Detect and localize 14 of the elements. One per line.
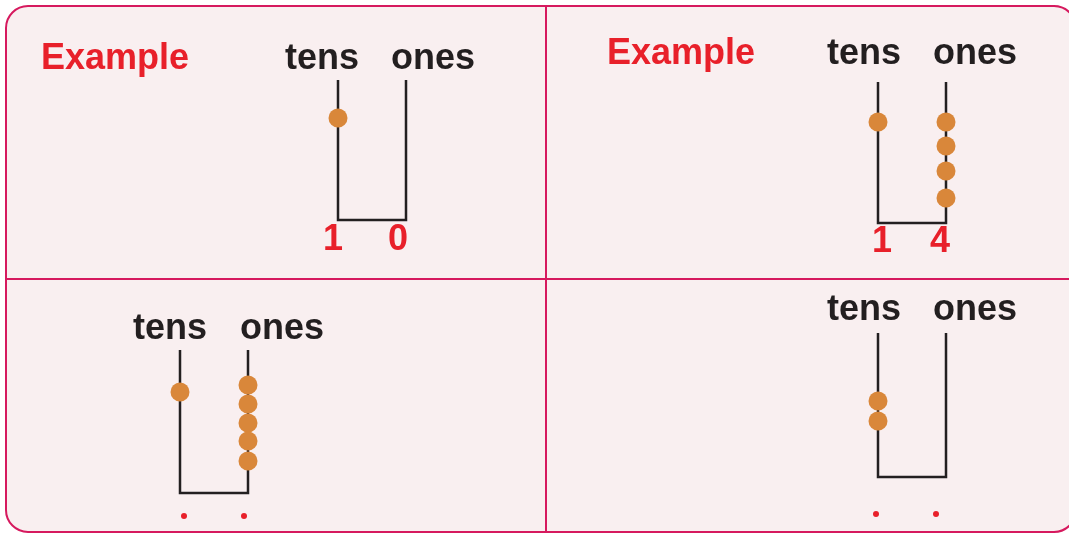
column-heading: tens xyxy=(827,290,901,326)
example-heading: Example xyxy=(40,39,190,75)
column-heading: ones xyxy=(933,34,1017,70)
answer-digit: 0 xyxy=(388,220,408,256)
example-heading: Example xyxy=(606,34,756,70)
answer-digit: 1 xyxy=(323,220,343,256)
column-heading: tens xyxy=(285,39,359,75)
column-heading: tens xyxy=(827,34,901,70)
answer-digit: 1 xyxy=(872,222,892,258)
answer-digit: 4 xyxy=(930,222,950,258)
column-heading: tens xyxy=(133,309,207,345)
column-heading: ones xyxy=(933,290,1017,326)
column-heading: ones xyxy=(391,39,475,75)
column-heading: ones xyxy=(240,309,324,345)
